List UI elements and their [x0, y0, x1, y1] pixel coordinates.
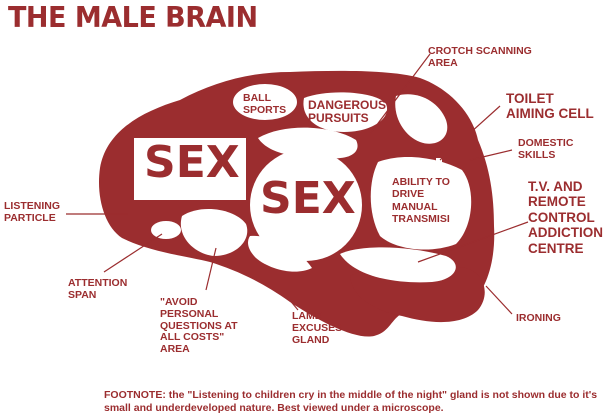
attention-span-line — [103, 233, 163, 273]
lame-excuses-label: LAME EXCUSES GLAND — [292, 310, 343, 346]
attention-span-region — [151, 221, 181, 239]
crotch-scanning-label: CROTCH SCANNING AREA — [428, 45, 532, 69]
toilet-aiming-label: TOILET AIMING CELL — [506, 91, 594, 122]
driving-label: ABILITY TO DRIVE MANUAL TRANSMISI — [392, 176, 450, 226]
crotch-scanning-line — [369, 53, 431, 135]
upper-middle-region — [258, 127, 358, 159]
lower-left-region — [180, 209, 248, 256]
avoid-questions-label: "AVOID PERSONAL QUESTIONS AT ALL COSTS" … — [160, 296, 238, 355]
toilet-aiming-line — [439, 105, 501, 161]
lame-excuses-line — [257, 261, 299, 311]
attention-span-label: ATTENTION SPAN — [68, 277, 128, 301]
domestic-skills-label: DOMESTIC SKILLS — [518, 137, 574, 161]
ball-sports-label: BALL SPORTS — [243, 92, 287, 116]
ironing-label: IRONING — [516, 312, 561, 324]
ironing-region — [340, 247, 456, 283]
dangerous-pursuits-label: DANGEROUS PURSUITS — [308, 98, 387, 126]
sex-center-region — [250, 149, 362, 261]
ironing-line — [485, 285, 513, 315]
domestic-skills-line — [469, 149, 513, 161]
callout-lines — [66, 53, 529, 315]
tv-remote-label: T.V. AND REMOTE CONTROL ADDICTION CENTRE — [528, 179, 603, 256]
sex-box — [134, 138, 246, 200]
toilet-aiming-cell — [436, 158, 442, 164]
sex-large-label: SEX — [144, 137, 240, 188]
avoid-questions-line — [205, 247, 217, 291]
sex-center-label: SEX — [260, 173, 356, 224]
listening-particle-label: LISTENING PARTICLE — [4, 200, 61, 224]
dangerous-pursuits-region — [303, 92, 388, 132]
lower-middle-region — [248, 235, 312, 272]
footnote: FOOTNOTE: the "Listening to children cry… — [104, 389, 598, 414]
page-title: THE MALE BRAIN — [8, 1, 258, 35]
driving-region — [370, 156, 472, 250]
ball-sports-region — [233, 84, 297, 120]
tv-remote-line — [417, 221, 529, 263]
upper-rear-region — [395, 94, 448, 144]
